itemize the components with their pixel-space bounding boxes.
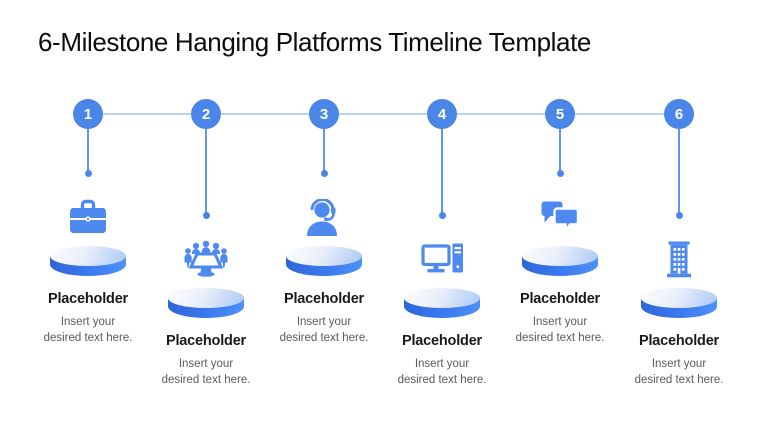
platform-disc [50,246,126,276]
platform-disc-top [641,288,717,308]
milestone-6-hang-line [677,129,681,213]
support-agent-icon [305,196,343,238]
milestone-5-hang-dot [556,170,564,177]
milestone-3: 3 Placeholder Insert your desired text h… [264,99,384,346]
milestone-3-hang-dot [320,170,328,177]
platform-disc [286,246,362,276]
slide-title: 6-Milestone Hanging Platforms Timeline T… [38,27,591,57]
milestone-5-number-badge: 5 [545,99,575,129]
platform-disc [641,288,717,318]
milestone-6-hang-dot [675,212,683,219]
platform-disc-top [522,246,598,266]
milestone-2: 2 Placeholder Insert your desired [146,99,266,388]
briefcase-icon [68,196,108,238]
milestone-3-number-badge: 3 [309,99,339,129]
platform-disc-top [50,246,126,266]
milestone-1: 1 Placeholder Insert your desired text h… [28,99,148,346]
platform-disc-top [168,288,244,308]
milestone-4-hang-line [440,129,444,213]
milestone-2-hang-line [204,129,208,213]
milestone-6-description: Insert your desired text here. [634,358,724,387]
milestone-4-heading: Placeholder [402,333,482,349]
platform-disc [404,288,480,318]
milestone-1-number-badge: 1 [73,99,103,129]
milestone-1-heading: Placeholder [48,291,128,307]
milestone-5-heading: Placeholder [520,291,600,307]
milestone-6-heading: Placeholder [639,333,719,349]
milestone-5-description: Insert your desired text here. [515,316,605,345]
milestone-3-description: Insert your desired text here. [279,316,369,345]
milestone-4-description: Insert your desired text here. [397,358,487,387]
platform-disc-top [286,246,362,266]
meeting-table-icon [183,238,229,280]
milestone-2-number-badge: 2 [191,99,221,129]
office-building-icon [665,238,693,280]
chat-bubbles-icon [540,196,581,238]
milestone-3-hang-line [322,129,326,171]
platform-disc-top [404,288,480,308]
milestone-5: 5 Placeholder Insert your desired text h… [500,99,620,346]
timeline-connector-line [88,113,679,116]
milestone-4: 4 Placeholder Insert your desired text h… [382,99,502,388]
milestone-4-hang-dot [438,212,446,219]
milestone-1-description: Insert your desired text here. [43,316,133,345]
milestone-4-number-badge: 4 [427,99,457,129]
milestone-5-hang-line [558,129,562,171]
desktop-computer-icon [420,238,464,280]
milestone-2-hang-dot [202,212,210,219]
milestone-2-description: Insert your desired text here. [161,358,251,387]
platform-disc [168,288,244,318]
milestone-3-heading: Placeholder [284,291,364,307]
milestone-1-hang-dot [84,170,92,177]
milestone-6-number-badge: 6 [664,99,694,129]
milestone-6: 6 Placeholder Insert your desired [619,99,739,388]
milestone-1-hang-line [86,129,90,171]
milestone-2-heading: Placeholder [166,333,246,349]
platform-disc [522,246,598,276]
